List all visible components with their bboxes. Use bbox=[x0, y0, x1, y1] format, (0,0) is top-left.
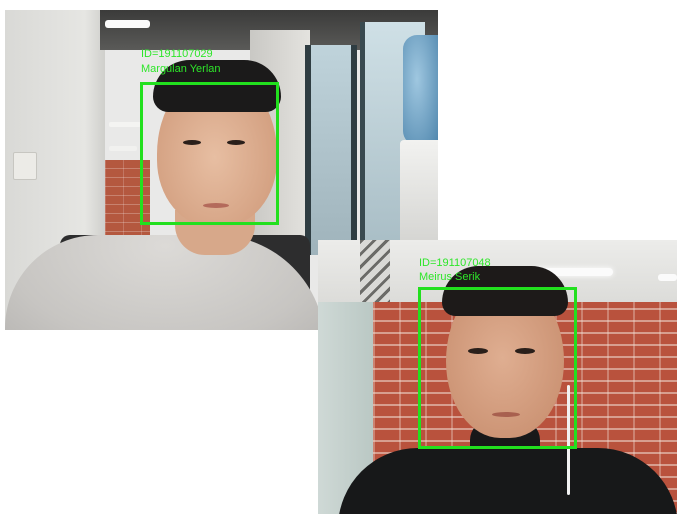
person-body bbox=[5, 235, 325, 330]
ceiling-beam bbox=[360, 240, 390, 302]
water-bottle bbox=[403, 35, 438, 145]
ceiling-light bbox=[109, 122, 141, 127]
person-body bbox=[338, 448, 677, 514]
detection-name-label-2: Meirus Serik bbox=[419, 271, 481, 283]
person-hair bbox=[153, 60, 281, 112]
detection-id-label-2: ID=191107048 bbox=[419, 257, 491, 269]
eye bbox=[468, 348, 488, 354]
eye bbox=[515, 348, 535, 354]
detection-name-label-1: Margulan Yerlan bbox=[141, 63, 221, 75]
face-detection-box-2 bbox=[418, 287, 577, 449]
camera-frame-2 bbox=[318, 240, 677, 514]
person-hair bbox=[442, 266, 568, 316]
ceiling-light bbox=[105, 20, 150, 28]
mouth bbox=[492, 412, 520, 417]
face-detection-box-1 bbox=[140, 82, 279, 225]
earphone-cable bbox=[567, 385, 570, 495]
detection-id-label-1: ID=191107029 bbox=[141, 48, 213, 60]
mouth bbox=[203, 203, 229, 208]
ceiling-light bbox=[658, 274, 677, 281]
light-switch bbox=[13, 152, 37, 180]
water-cooler bbox=[400, 140, 438, 250]
eye bbox=[183, 140, 201, 145]
window bbox=[305, 45, 357, 255]
camera-frame-1 bbox=[5, 10, 438, 330]
ceiling-light bbox=[109, 146, 137, 151]
ceiling-light bbox=[533, 268, 613, 276]
eye bbox=[227, 140, 245, 145]
